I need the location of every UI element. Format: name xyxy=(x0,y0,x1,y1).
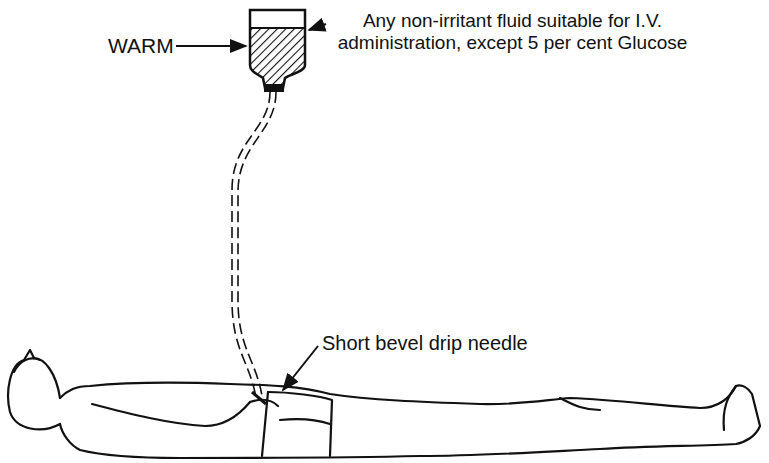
infusion-bottle xyxy=(248,10,308,92)
temperature-label: WARM xyxy=(108,34,174,58)
leader-arrows xyxy=(176,24,326,390)
drip-needle xyxy=(252,392,266,404)
patient-figure xyxy=(8,350,760,458)
needle-label: Short bevel drip needle xyxy=(322,332,528,355)
drip-tubing xyxy=(232,92,276,398)
fluid-note: Any non-irritant fluid suitable for I.V.… xyxy=(330,10,695,54)
